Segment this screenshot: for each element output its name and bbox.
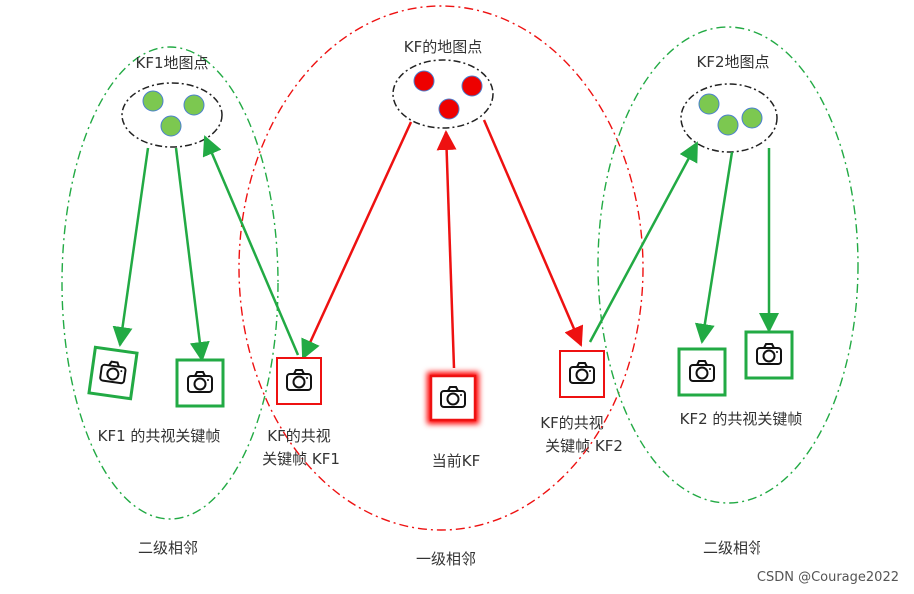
second-level-right-region	[597, 26, 859, 504]
arrows	[112, 119, 779, 369]
map-point	[413, 70, 435, 92]
kf2-covis-keyframes-label: KF2 的共视关键帧	[680, 410, 803, 428]
map-point	[717, 114, 739, 136]
map-point	[183, 94, 205, 116]
map-point	[438, 98, 460, 120]
map-point	[160, 115, 182, 137]
arrow-covis-kf1-to-kf1points	[202, 135, 300, 356]
second-level-right-label: 二级相邻	[703, 539, 763, 557]
covis-keyframe-kf1	[276, 357, 322, 405]
arrow-kf1points-to-kf1covis-a	[112, 147, 150, 347]
covis-keyframe-kf2	[559, 350, 605, 398]
first-level-region	[238, 5, 644, 531]
kf2-map-points-label: KF2地图点	[696, 53, 769, 71]
covis-kf2-label-line2: 关键帧 KF2	[545, 437, 623, 455]
kf1-map-points-label: KF1地图点	[135, 54, 208, 72]
kf2-covis-keyframe-1	[677, 347, 727, 397]
arrow-kf1points-to-kf1covis-b	[174, 147, 210, 362]
arrow-covis-kf2-to-kf2points	[588, 141, 699, 343]
map-point	[741, 107, 763, 129]
kf1-map-points-cluster	[121, 82, 223, 148]
second-level-left-region	[61, 46, 279, 520]
kf-map-points-cluster	[392, 59, 494, 129]
map-point	[698, 93, 720, 115]
kf2-map-points-cluster	[680, 83, 778, 153]
watermark: CSDN @Courage2022	[757, 570, 899, 585]
current-kf-label: 当前KF	[432, 452, 480, 470]
second-level-left-label: 二级相邻	[138, 539, 198, 557]
covis-kf1-label-line1: KF的共视	[267, 427, 330, 445]
map-point	[142, 90, 164, 112]
arrow-kf2points-to-kf2covis-a	[694, 151, 734, 344]
covis-kf2-label-line1: KF的共视	[540, 414, 603, 432]
kf2-covis-keyframe-2	[744, 330, 794, 380]
arrow-current-kf-to-kfpoints	[436, 130, 457, 369]
current-keyframe	[427, 372, 479, 424]
first-level-label: 一级相邻	[416, 550, 476, 568]
map-point	[461, 75, 483, 97]
kf-map-points-label: KF的地图点	[404, 38, 482, 56]
arrow-kfpoints-to-covis-kf1	[301, 121, 413, 360]
arrow-kfpoints-to-covis-kf2	[482, 119, 584, 347]
kf1-covis-keyframes-label: KF1 的共视关键帧	[98, 427, 221, 445]
covis-kf1-label-line2: 关键帧 KF1	[262, 450, 340, 468]
kf1-covis-keyframe-2	[175, 358, 225, 408]
kf1-covis-keyframe-1	[87, 345, 139, 401]
